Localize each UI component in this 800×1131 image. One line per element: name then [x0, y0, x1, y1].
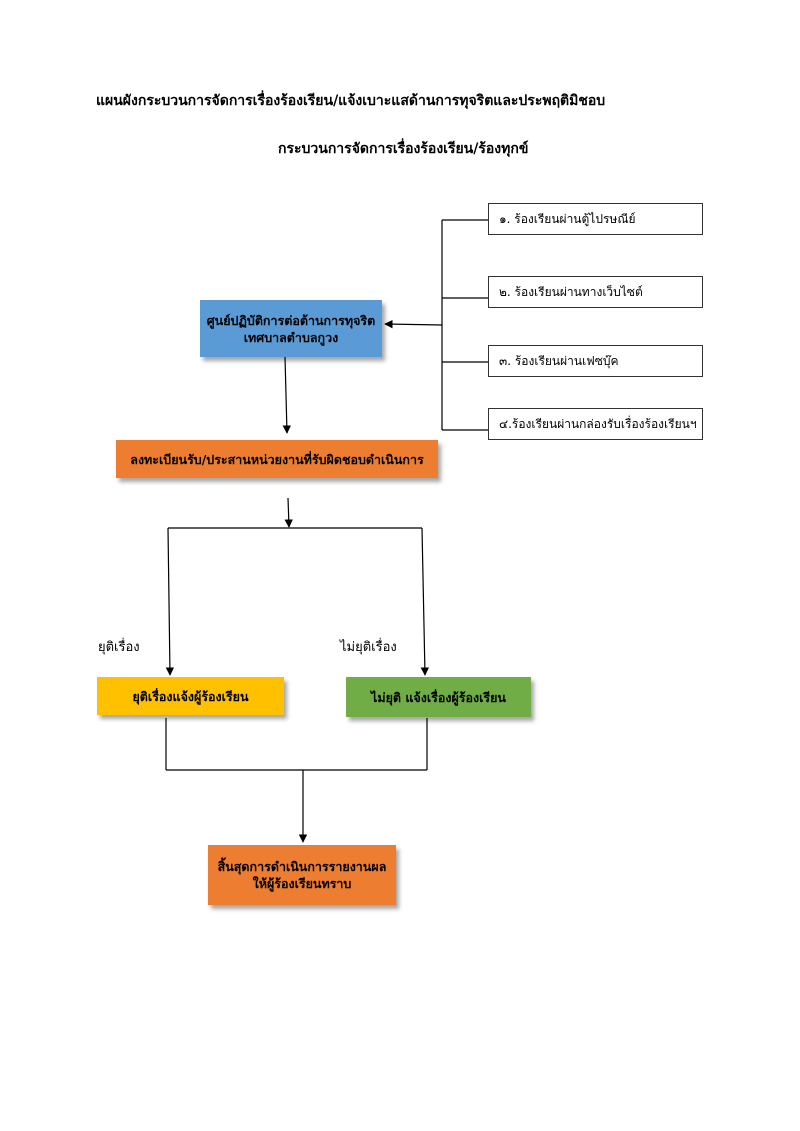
branch-right-arrow	[420, 527, 430, 676]
register-box: ลงทะเบียนรับ/ประสานหน่วยงานที่รับผิดชอบด…	[116, 440, 438, 478]
register-to-branch-arrow	[284, 497, 293, 528]
main-title: แผนผังกระบวนการจัดการเรื่องร้องเรียน/แจ้…	[96, 93, 606, 109]
channel-box-complaint-box: ๔.ร้องเรียนผ่านกล่องรับเรื่องร้องเรียนฯ	[488, 408, 703, 440]
branch-left-label: ยุติเรื่อง	[98, 640, 140, 655]
sub-title: กระบวนการจัดการเรื่องร้องเรียน/ร้องทุกข์	[278, 141, 529, 157]
channel-box-website: ๒. ร้องเรียนผ่านทางเว็บไซต์	[488, 276, 703, 308]
center-line-1: ศูนย์ปฏิบัติการต่อต้านการทุจริต	[206, 312, 376, 328]
final-line-1: สิ้นสุดการดำเนินการรายงานผล	[217, 859, 387, 874]
unresolved-notify-box: ไม่ยุติ แจ้งเรื่องผู้ร้องเรียน	[346, 677, 531, 717]
resolved-notify-box: ยุติเรื่องแจ้งผู้ร้องเรียน	[97, 677, 284, 715]
final-report-box: สิ้นสุดการดำเนินการรายงานผล ให้ผู้ร้องเร…	[208, 845, 396, 905]
center-to-register-arrow	[282, 356, 291, 434]
center-line-2: เทศบาลตำบลกูวง	[243, 329, 339, 345]
anti-corruption-center-box: ศูนย์ปฏิบัติการต่อต้านการทุจริต เทศบาลตำ…	[200, 300, 382, 357]
channels-to-center-arrow	[384, 319, 443, 329]
branch-right-label: ไม่ยุติเรื่อง	[340, 640, 397, 655]
channel-box-mailbox: ๑. ร้องเรียนผ่านตู้ไปรษณีย์	[488, 203, 703, 235]
channel-box-facebook: ๓. ร้องเรียนผ่านเฟซบุ๊ค	[488, 345, 703, 377]
branch-left-arrow	[165, 527, 175, 676]
final-line-2: ให้ผู้ร้องเรียนทราบ	[252, 876, 352, 891]
